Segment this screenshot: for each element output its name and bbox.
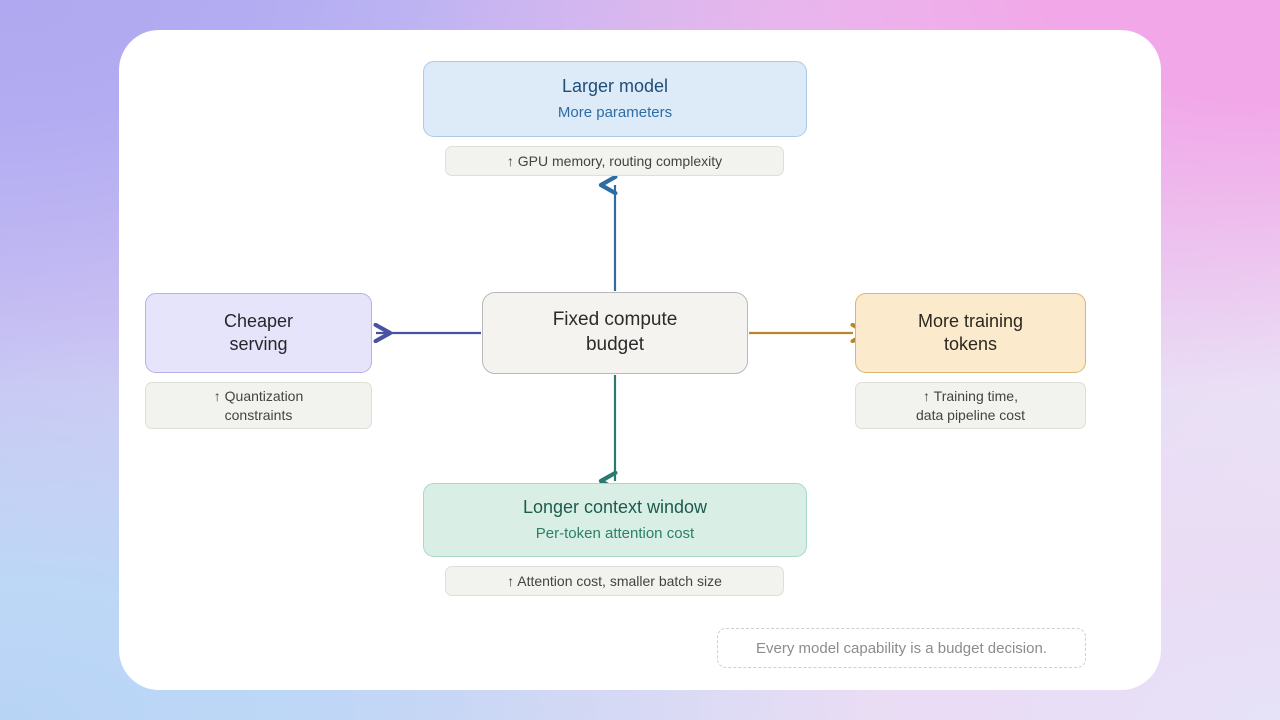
node-subtitle: Per-token attention cost — [535, 525, 695, 543]
node-fixed-compute-budget[interactable]: Fixed compute budget — [482, 292, 748, 374]
node-title: Fixed compute budget — [552, 309, 678, 355]
node-title: More training tokens — [917, 310, 1024, 354]
node-longer-context-window[interactable]: Longer context window Per-token attentio… — [423, 483, 807, 557]
node-title: Larger model — [561, 76, 669, 97]
node-cheaper-serving[interactable]: Cheaper serving — [145, 293, 372, 373]
node-larger-model[interactable]: Larger model More parameters — [423, 61, 807, 137]
caption-more-training-tokens: ↑ Training time, data pipeline cost — [855, 382, 1086, 429]
node-subtitle: More parameters — [557, 104, 673, 122]
caption-cheaper-serving: ↑ Quantization constraints — [145, 382, 372, 429]
node-more-training-tokens[interactable]: More training tokens — [855, 293, 1086, 373]
node-title: Cheaper serving — [223, 310, 294, 354]
footer-note: Every model capability is a budget decis… — [717, 628, 1086, 668]
node-title: Longer context window — [522, 497, 708, 518]
caption-longer-context-window: ↑ Attention cost, smaller batch size — [445, 566, 784, 596]
caption-larger-model: ↑ GPU memory, routing complexity — [445, 146, 784, 176]
